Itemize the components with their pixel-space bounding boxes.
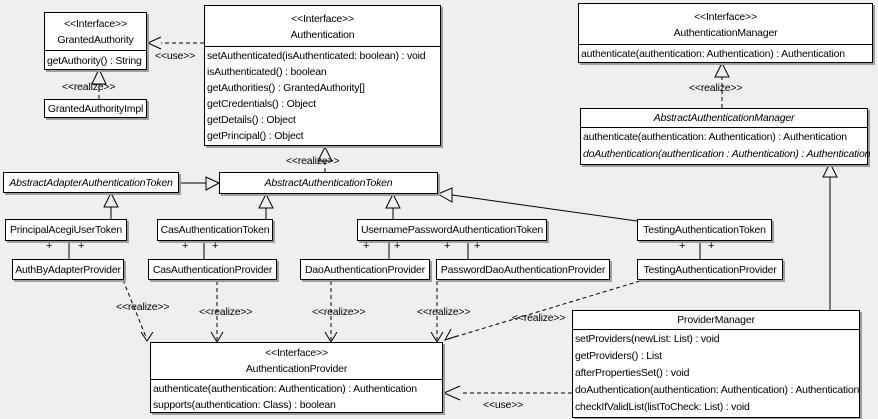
class-provider-manager[interactable]: ProviderManager setProviders(newList: Li… [572, 310, 860, 418]
class-name: AbstractAuthenticationManager [653, 112, 795, 124]
assoc-plus-marker: + [444, 240, 451, 252]
realize-label: <<realize>> [689, 82, 743, 94]
class-name: UsernamePasswordAuthenticationToken [360, 224, 544, 236]
realize-edge-abstractauthenticationmanager [714, 61, 730, 108]
class-testing-authentication-token[interactable]: TestingAuthenticationToken [637, 219, 772, 241]
assoc-plus-marker: + [474, 240, 481, 252]
use-edge-authentication-grantedauthority [146, 36, 204, 50]
use-label: <<use>> [483, 399, 524, 411]
assoc-edges [68, 241, 701, 259]
class-name: PasswordDaoAuthenticationProvider [440, 263, 606, 276]
class-name: AuthenticationProvider [245, 363, 348, 375]
class-username-password-authentication-token[interactable]: UsernamePasswordAuthenticationToken [357, 219, 547, 241]
class-name: AbstractAdapterAuthenticationToken [9, 176, 173, 189]
method-row: supports(authentication: Class) : boolea… [153, 399, 336, 411]
class-granted-authority-impl[interactable]: GrantedAuthorityImpl [44, 99, 147, 118]
assoc-plus-marker: + [78, 240, 85, 252]
realize-edge-authbyadapterprovider [122, 279, 154, 342]
realize-label: <<realize>> [512, 312, 566, 324]
method-row: getProviders() : List [575, 350, 662, 362]
realize-label: <<realize>> [417, 306, 471, 318]
realize-label: <<realize>> [116, 301, 170, 313]
class-authentication[interactable]: <<Interface>> Authentication setAuthenti… [204, 5, 441, 146]
realize-label: <<realize>> [286, 155, 340, 167]
gen-edge-usernamepasswordtoken [385, 192, 401, 219]
class-password-dao-authentication-provider[interactable]: PasswordDaoAuthenticationProvider [436, 259, 610, 280]
method-row: getAuthority() : String [47, 55, 142, 67]
class-name: ProviderManager [677, 314, 755, 326]
method-row: getAuthorities() : GrantedAuthority[] [207, 82, 365, 94]
assoc-plus-marker: + [363, 240, 370, 252]
assoc-plus-marker: + [46, 240, 53, 252]
class-name: CasAuthenticationToken [160, 224, 270, 236]
gen-edge-principalacegiusertoken [103, 191, 119, 219]
assoc-plus-marker: + [679, 240, 686, 252]
stereotype-label: <<Interface>> [265, 347, 328, 359]
gen-edge-testingauthenticationtoken [436, 187, 638, 222]
class-name: DaoAuthenticationProvider [305, 263, 425, 276]
method-row: doAuthentication(authentication : Authen… [583, 148, 871, 160]
class-granted-authority[interactable]: <<Interface>> GrantedAuthority getAuthor… [44, 12, 147, 70]
class-principal-acegi-user-token[interactable]: PrincipalAcegiUserToken [5, 219, 127, 241]
realize-label: <<realize>> [62, 81, 116, 93]
gen-edge-casauthenticationtoken [258, 192, 274, 219]
class-name: AuthByAdapterProvider [15, 263, 121, 276]
method-row: doAuthentication(authentication: Authent… [575, 384, 860, 396]
stereotype-label: <<Interface>> [694, 11, 757, 23]
class-auth-by-adapter-provider[interactable]: AuthByAdapterProvider [12, 259, 124, 280]
assoc-plus-marker: + [394, 240, 401, 252]
class-authentication-manager[interactable]: <<Interface>> AuthenticationManager auth… [578, 3, 873, 63]
class-cas-authentication-provider[interactable]: CasAuthenticationProvider [148, 259, 277, 280]
assoc-plus-marker: + [182, 240, 189, 252]
realize-edge-abstractauthenticationtoken [317, 145, 333, 172]
realize-edge-testingauthenticationprovider [443, 280, 641, 341]
method-row: afterPropertiesSet() : void [575, 367, 690, 379]
method-row: authenticate(authentication: Authenticat… [153, 383, 417, 395]
class-name: GrantedAuthorityImpl [47, 102, 144, 115]
method-row: getCredentials() : Object [207, 98, 316, 110]
class-abstract-authentication-manager[interactable]: AbstractAuthenticationManager authentica… [580, 108, 871, 165]
use-label: <<use>> [155, 50, 196, 62]
use-edge-providermanager [442, 385, 572, 401]
method-row: isAuthenticated() : boolean [207, 66, 327, 78]
class-cas-authentication-token[interactable]: CasAuthenticationToken [157, 219, 273, 241]
realize-edge-grantedauthorityimpl [91, 67, 107, 99]
assoc-plus-marker: + [212, 240, 219, 252]
class-name: TestingAuthenticationProvider [643, 263, 777, 276]
realize-label: <<realize>> [312, 306, 366, 318]
class-abstract-authentication-token[interactable]: AbstractAuthenticationToken [219, 172, 438, 194]
realize-label: <<realize>> [199, 306, 253, 318]
method-row: authenticate(authentication: Authenticat… [581, 48, 845, 60]
method-row: checkIfValidList(listToCheck: List) : vo… [575, 401, 750, 413]
class-abstract-adapter-authentication-token[interactable]: AbstractAdapterAuthenticationToken [3, 172, 179, 193]
method-row: getDetails() : Object [207, 114, 296, 126]
gen-edge-providermanager [822, 161, 838, 310]
assoc-plus-marker: + [708, 240, 715, 252]
stereotype-label: <<Interface>> [64, 18, 127, 30]
method-row: authenticate(authentication: Authenticat… [583, 131, 847, 143]
method-row: setAuthenticated(isAuthenticated: boolea… [207, 50, 426, 62]
class-authentication-provider[interactable]: <<Interface>> AuthenticationProvider aut… [150, 342, 443, 413]
class-dao-authentication-provider[interactable]: DaoAuthenticationProvider [300, 259, 430, 280]
class-name: GrantedAuthority [57, 34, 134, 46]
method-row: setProviders(newList: List) : void [575, 333, 720, 345]
class-name: PrincipalAcegiUserToken [9, 224, 123, 236]
class-name: Authentication [290, 29, 355, 41]
class-testing-authentication-provider[interactable]: TestingAuthenticationProvider [637, 259, 783, 280]
class-name: AbstractAuthenticationToken [264, 177, 393, 189]
class-name: CasAuthenticationProvider [152, 263, 273, 276]
method-row: getPrincipal() : Object [207, 130, 304, 142]
stereotype-label: <<Interface>> [291, 13, 354, 25]
class-name: TestingAuthenticationToken [643, 224, 766, 236]
gen-edge-abstractadapter [179, 176, 221, 191]
class-name: AuthenticationManager [673, 27, 778, 39]
